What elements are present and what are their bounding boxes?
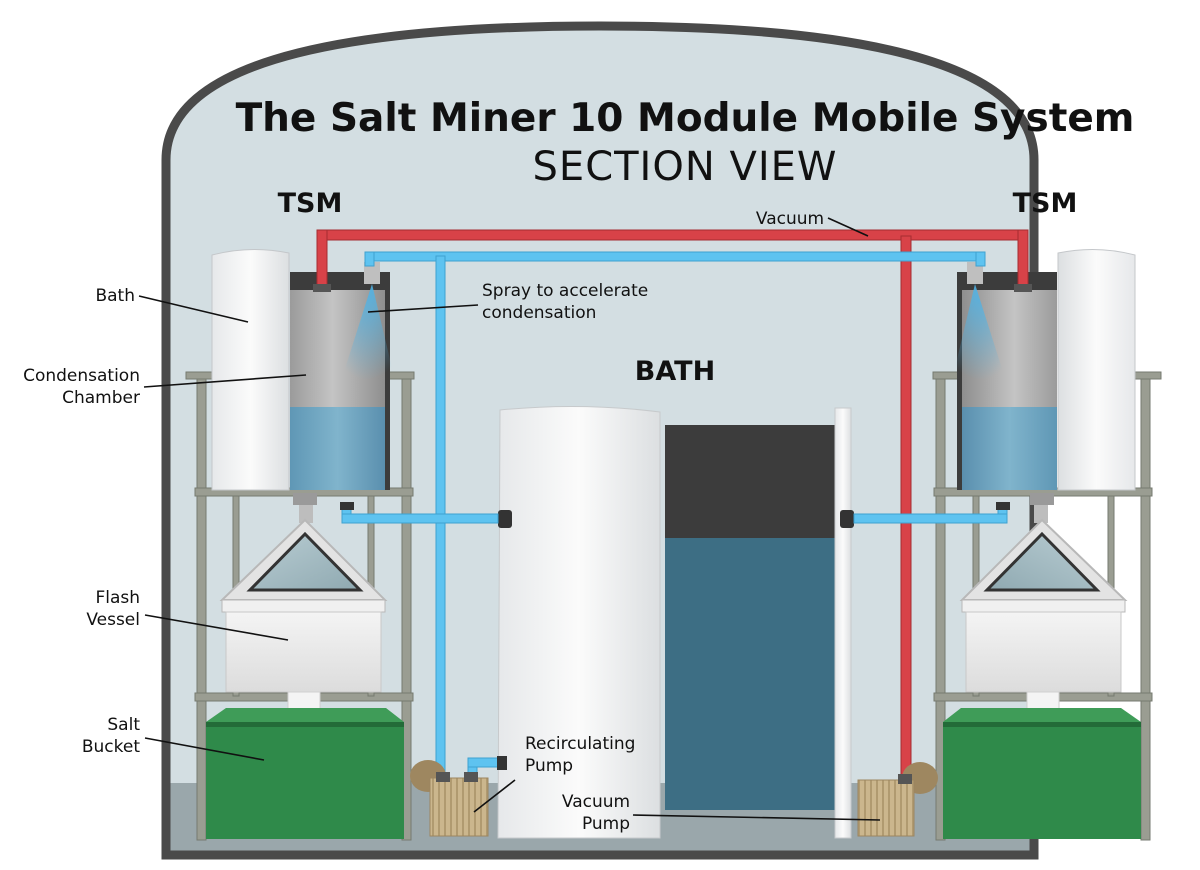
label-vacuum-pump-line2: Pump [582, 814, 630, 834]
central-bath [497, 405, 854, 839]
tsm-right-heading: TSM [1013, 188, 1078, 219]
label-recirculating-line1: Recirculating [525, 734, 635, 754]
label-condensation-line1: Condensation [23, 366, 140, 386]
label-salt-line1: Salt [107, 715, 140, 735]
bath-water [665, 538, 835, 810]
salt-bucket-right [943, 708, 1141, 839]
label-flash-line2: Vessel [86, 610, 140, 630]
label-condensation-line2: Chamber [62, 388, 140, 408]
label-recirculating-line2: Pump [525, 756, 573, 776]
label-bath: Bath [95, 286, 135, 306]
label-spray-line2: condensation [482, 303, 596, 323]
flash-vessel-left [219, 518, 388, 717]
recirculating-pump [410, 760, 489, 837]
bath-tank-shell [497, 405, 661, 839]
chamber-water-right [962, 407, 1057, 490]
tsm-unit-left [185, 248, 415, 841]
spray-right [955, 284, 1004, 381]
spray-left [343, 284, 392, 381]
diagram-title: The Salt Miner 10 Module Mobile System [236, 96, 1135, 141]
water-pipe [341, 251, 1008, 781]
tsm-unit-right [932, 248, 1162, 841]
label-vacuum: Vacuum [756, 209, 824, 229]
salt-bucket-left [206, 708, 404, 839]
diagram-subtitle: SECTION VIEW [533, 144, 838, 190]
vacuum-pump [857, 762, 938, 837]
bath-heading: BATH [635, 356, 715, 387]
label-spray-line1: Spray to accelerate [482, 281, 648, 301]
leader-lines [138, 217, 881, 821]
tsm-bath-tank-right [1057, 248, 1136, 491]
label-vacuum-pump-line1: Vacuum [562, 792, 630, 812]
label-flash-line1: Flash [95, 588, 140, 608]
label-salt-line2: Bucket [82, 737, 140, 757]
chamber-water-left [290, 407, 385, 490]
flash-vessel-right [959, 518, 1128, 717]
tsm-bath-tank-left [211, 248, 290, 491]
tsm-left-heading: TSM [278, 188, 343, 219]
callout-labels: Bath Condensation Chamber Flash Vessel S… [23, 209, 824, 834]
